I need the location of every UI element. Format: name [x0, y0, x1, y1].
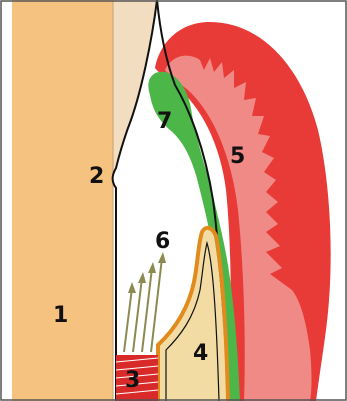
- label-1: 1: [53, 303, 68, 328]
- label-5: 5: [230, 144, 245, 169]
- label-3: 3: [125, 368, 140, 393]
- label-2: 2: [89, 164, 104, 189]
- label-4: 4: [193, 341, 208, 366]
- label-6: 6: [155, 229, 170, 254]
- label-7: 7: [157, 109, 172, 134]
- tooth-root-region: [12, 0, 113, 401]
